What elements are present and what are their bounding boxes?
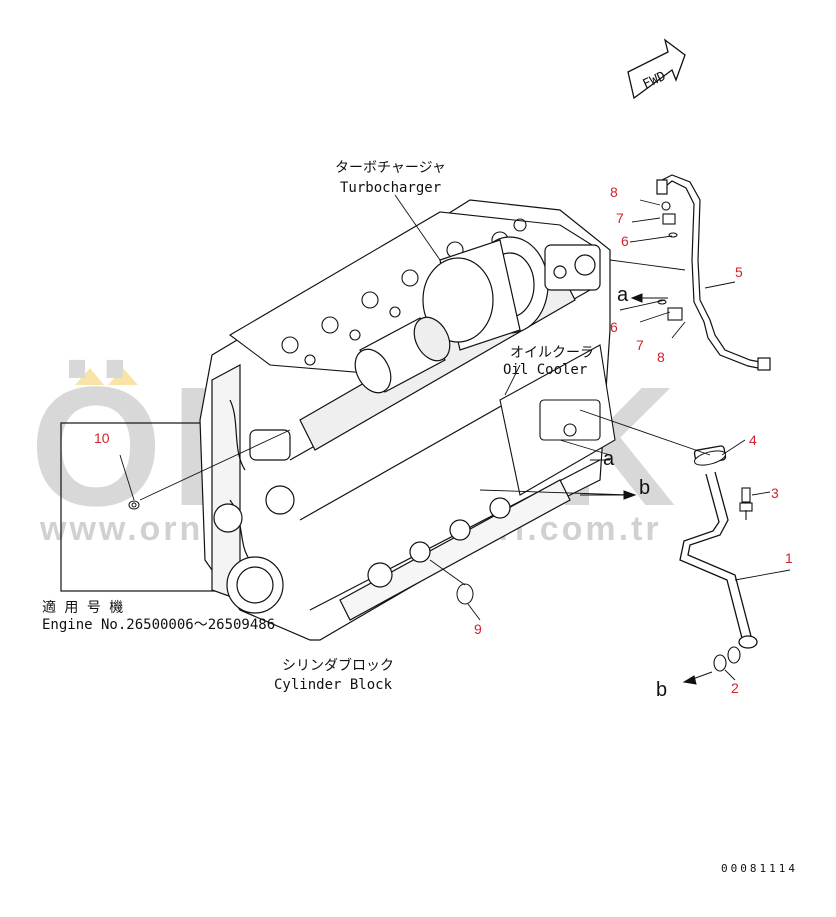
ref-letter-b-bottom: b xyxy=(656,679,668,701)
ref-letter-a-top: a xyxy=(617,284,629,306)
applicability-label-jp: 適 用 号 機 xyxy=(42,600,124,616)
cylinder-block-label-en: Cylinder Block xyxy=(274,677,393,693)
callout-7-top: 7 xyxy=(616,210,624,226)
oil-cooler xyxy=(499,344,616,496)
part-2-o-rings xyxy=(713,646,741,672)
callout-10: 10 xyxy=(94,430,110,446)
callout-9: 9 xyxy=(474,621,482,637)
callout-5: 5 xyxy=(735,264,743,280)
leader-lines xyxy=(119,194,791,681)
part-3-bolt xyxy=(739,487,753,520)
callout-7-bottom: 7 xyxy=(636,337,644,353)
oil-cooler-label-jp: オイルクーラ xyxy=(510,345,594,361)
callout-8-bottom: 8 xyxy=(657,349,665,365)
fittings-7-8 xyxy=(657,201,683,321)
fwd-arrow-icon: FWD xyxy=(627,38,686,100)
part-5-oil-tube xyxy=(656,174,771,371)
callout-1: 1 xyxy=(785,550,793,566)
turbocharger xyxy=(422,236,601,351)
part-10-plug xyxy=(128,500,140,510)
oil-filter xyxy=(354,316,451,394)
callout-8-top: 8 xyxy=(610,184,618,200)
ref-letter-b-top: b xyxy=(639,477,651,499)
part-1-oil-pipe xyxy=(679,445,758,649)
direction-arrows xyxy=(580,293,713,685)
oil-cooler-label-en: Oil Cooler xyxy=(503,362,588,378)
callout-4: 4 xyxy=(749,432,757,448)
part-4-gasket xyxy=(693,450,727,466)
applicability-label-en: Engine No.26500006～26509486 xyxy=(42,617,276,633)
drawing-code: 00081114 xyxy=(721,862,798,875)
callout-6-top: 6 xyxy=(621,233,629,249)
ref-letter-a-bottom: a xyxy=(603,448,615,470)
turbocharger-label-jp: ターボチャージャ xyxy=(335,160,446,176)
cylinder-block-label-jp: シリンダブロック xyxy=(282,658,394,674)
callout-6-bottom: 6 xyxy=(610,319,618,335)
callout-2: 2 xyxy=(731,680,739,696)
callout-3: 3 xyxy=(771,485,779,501)
turbocharger-label-en: Turbocharger xyxy=(340,180,442,196)
part-9-plug xyxy=(456,583,474,605)
